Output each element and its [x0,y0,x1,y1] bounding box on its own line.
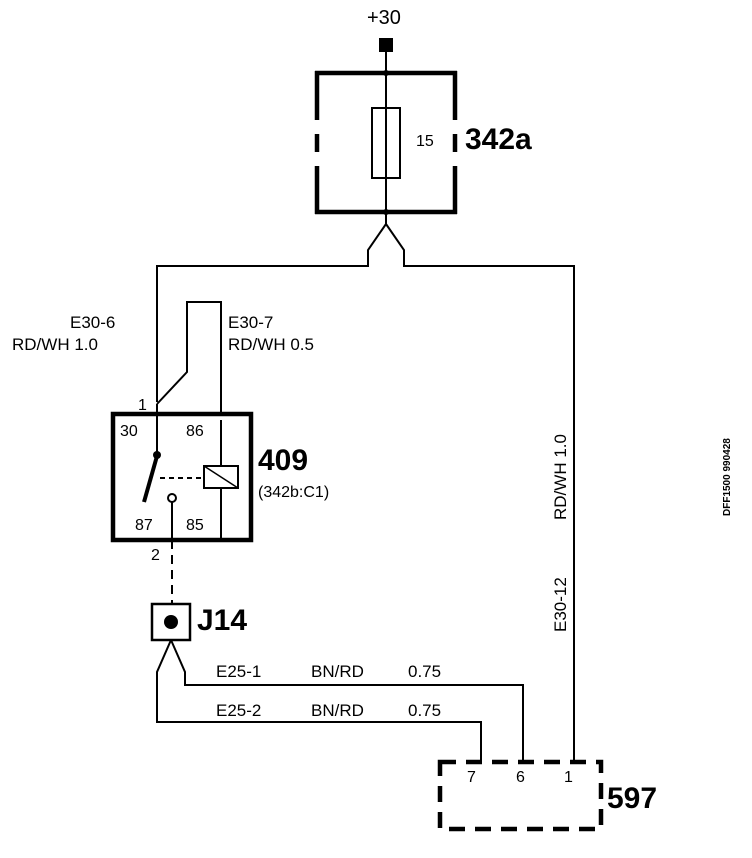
wire-e30-12-code: E30-12 [551,577,570,632]
wire-e25-2-code: E25-2 [216,701,261,720]
relay-pin-85: 85 [186,517,204,534]
wire-e30-6-spec: RD/WH 1.0 [12,335,98,354]
supply-terminal [379,38,393,52]
fuse-box-id: 342a [465,123,532,156]
wire-e25-1-code: E25-1 [216,662,261,681]
wire-e25-1-size: 0.75 [408,662,441,681]
drawing-reference: DFF1500 990428 [722,438,733,516]
relay-pin-86: 86 [186,423,204,440]
relay-pin-87: 87 [135,517,153,534]
wire-e25-2-size: 0.75 [408,701,441,720]
junction-j14 [150,602,192,642]
wire-e30-7-spec: RD/WH 0.5 [228,335,314,354]
relay-pin-2: 2 [151,547,160,564]
supply-label: +30 [367,7,401,29]
fuse-number: 15 [416,133,434,150]
relay-id: 409 [258,444,308,477]
module-pin-1: 1 [564,769,573,786]
relay-pin-1: 1 [138,397,147,414]
relay-pin-30: 30 [120,423,138,440]
relay-409 [110,404,254,543]
wire-e30-7-code: E30-7 [228,313,273,332]
module-pin-7: 7 [467,769,476,786]
wire-e30-12-spec: RD/WH 1.0 [551,434,570,520]
wire-e25-1-color: BN/RD [311,662,364,681]
module-597 [437,759,604,832]
wire-e30-6-code: E30-6 [70,313,115,332]
module-id: 597 [607,782,657,815]
junction-id: J14 [197,604,247,637]
wire-e25-2-color: BN/RD [311,701,364,720]
fuse-box-342a [314,70,458,224]
relay-location: (342b:C1) [258,484,329,501]
module-pin-6: 6 [516,769,525,786]
